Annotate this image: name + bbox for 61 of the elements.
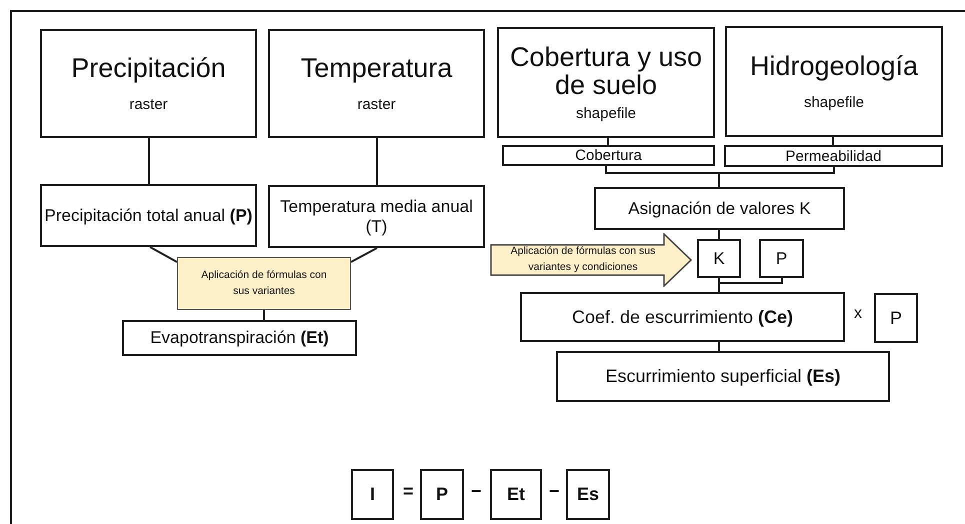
box-text: Temperatura media anual (T) [279, 196, 474, 236]
connector-line [832, 137, 834, 145]
box-text: Cobertura [575, 148, 642, 163]
box-text: Es [576, 484, 600, 505]
formula-box [420, 469, 464, 520]
multiply-sign: x [854, 305, 862, 323]
process-box [268, 185, 485, 248]
format-label: raster [129, 96, 168, 114]
process-box [759, 239, 804, 278]
process-box [122, 320, 357, 356]
box-title: Temperatura [300, 54, 452, 82]
connector-line [148, 138, 150, 184]
equals-sign: = [403, 481, 414, 502]
layer-box [724, 145, 943, 167]
connector-line [376, 138, 378, 185]
note-box [177, 257, 351, 310]
format-label: raster [357, 96, 396, 114]
box-text: Et [507, 484, 525, 505]
box-text: K [713, 248, 725, 268]
formula-box [490, 469, 542, 520]
connector-line [350, 247, 378, 263]
box-title: Precipitación [71, 54, 226, 82]
data-source-box [268, 29, 485, 138]
box-text: P [776, 248, 788, 268]
box-text: P [436, 484, 448, 505]
box-text: Permeabilidad [786, 148, 882, 164]
formula-box [566, 469, 610, 520]
data-source-box [725, 26, 943, 137]
process-box [520, 292, 845, 342]
process-box [697, 239, 741, 278]
connector-line [718, 230, 720, 239]
minus-sign: − [549, 481, 560, 502]
box-text: Aplicación de fórmulas con sus variantes y condiciones [510, 244, 656, 275]
connector-line [150, 246, 178, 263]
connector-line [263, 310, 265, 320]
box-text: Escurrimiento superficial (Es) [605, 366, 841, 387]
process-box [874, 293, 918, 343]
box-text: Evapotranspiración (Et) [150, 328, 329, 348]
connector-line [718, 167, 835, 187]
data-source-box [40, 29, 257, 138]
connector-line [718, 342, 720, 351]
process-box [40, 184, 257, 247]
process-box [594, 187, 845, 230]
process-box [556, 351, 890, 402]
box-title: Hidrogeología [750, 52, 918, 80]
layer-box [502, 145, 715, 166]
data-source-box [497, 27, 715, 138]
connector-line [718, 278, 783, 292]
formula-box [351, 469, 394, 520]
connector-line [607, 138, 609, 145]
box-text: Asignación de valores K [628, 198, 811, 218]
minus-sign: − [471, 481, 482, 502]
box-text: Coef. de escurrimiento (Ce) [572, 306, 794, 328]
box-text: I [370, 484, 375, 505]
box-text: Aplicación de fórmulas con sus variantes [200, 268, 328, 298]
format-label: shapefile [804, 94, 864, 112]
box-title: Cobertura y uso de suelo [508, 42, 704, 100]
box-text: P [890, 308, 902, 328]
arrow-callout [490, 233, 692, 287]
format-label: shapefile [576, 105, 636, 122]
box-text: Precipitación total anual (P) [44, 206, 252, 226]
